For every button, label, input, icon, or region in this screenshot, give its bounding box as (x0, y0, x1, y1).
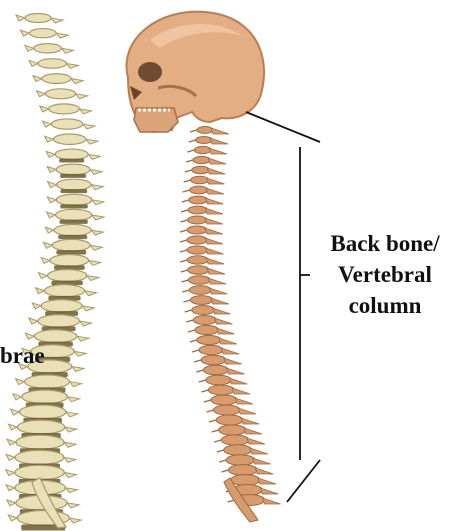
right-vertebra (209, 415, 259, 425)
left-vertebra (33, 74, 83, 84)
right-vertebra (181, 276, 226, 285)
left-vertebra (48, 179, 104, 193)
backbone-label: Back bone/ Vertebral column (302, 228, 468, 321)
left-vertebra (29, 59, 78, 69)
left-vertebra (46, 149, 100, 162)
right-spine-illustration (180, 127, 281, 523)
left-vertebra (40, 104, 92, 114)
right-vertebra (206, 405, 256, 415)
right-vertebra (182, 286, 227, 295)
right-vertebra (181, 216, 223, 224)
left-vertebra (8, 511, 81, 531)
right-vertebra (187, 146, 227, 154)
backbone-label-line2: Vertebral (302, 259, 468, 290)
right-vertebra (180, 236, 223, 244)
right-vertebra (182, 196, 224, 204)
left-vertebra (47, 209, 104, 224)
right-vertebra (183, 296, 228, 305)
right-vertebra (196, 365, 244, 375)
right-vertebra (185, 306, 231, 315)
right-vertebra (186, 315, 232, 324)
right-vertebra (180, 246, 224, 254)
right-vertebra (214, 435, 265, 445)
vertebrae-label: brae (0, 340, 45, 371)
right-vertebra (180, 256, 224, 264)
backbone-label-line3: column (302, 290, 468, 321)
bracket-bottom-diagonal (287, 460, 320, 502)
right-vertebra (221, 465, 273, 476)
right-vertebra (199, 375, 247, 385)
right-vertebra (180, 226, 223, 234)
right-vertebra (181, 206, 223, 214)
left-vertebra (45, 224, 103, 239)
backbone-label-line1: Back bone/ (302, 228, 468, 259)
left-vertebra (16, 14, 63, 24)
right-vertebra (194, 355, 242, 364)
left-vertebra (47, 194, 103, 208)
right-vertebra (190, 127, 229, 135)
left-spine-illustration (6, 14, 104, 531)
right-vertebra (188, 325, 235, 334)
left-vertebra (37, 89, 88, 99)
left-vertebra (43, 239, 102, 254)
left-vertebra (29, 315, 92, 331)
right-vertebra (201, 385, 250, 395)
right-vertebra (219, 455, 270, 466)
left-vertebra (35, 285, 96, 301)
left-vertebra (20, 29, 68, 39)
left-vertebra (41, 254, 101, 269)
skull-illustration (127, 12, 265, 132)
left-vertebra (38, 270, 98, 286)
left-vertebra (25, 44, 74, 54)
right-vertebra (217, 445, 268, 455)
right-vertebra (184, 176, 225, 184)
right-vertebra (185, 166, 226, 174)
right-vertebra (181, 266, 225, 275)
left-vertebra (42, 119, 95, 129)
left-vertebra (47, 164, 102, 178)
right-vertebra (192, 345, 239, 354)
right-vertebra (183, 186, 224, 194)
right-vertebra (204, 395, 253, 405)
left-vertebra (45, 134, 98, 144)
right-vertebra (212, 425, 262, 435)
right-vertebra (186, 156, 226, 164)
right-vertebra (189, 136, 228, 144)
bracket-top-diagonal (246, 112, 320, 142)
right-vertebra (190, 335, 237, 344)
left-vertebra (32, 300, 94, 316)
